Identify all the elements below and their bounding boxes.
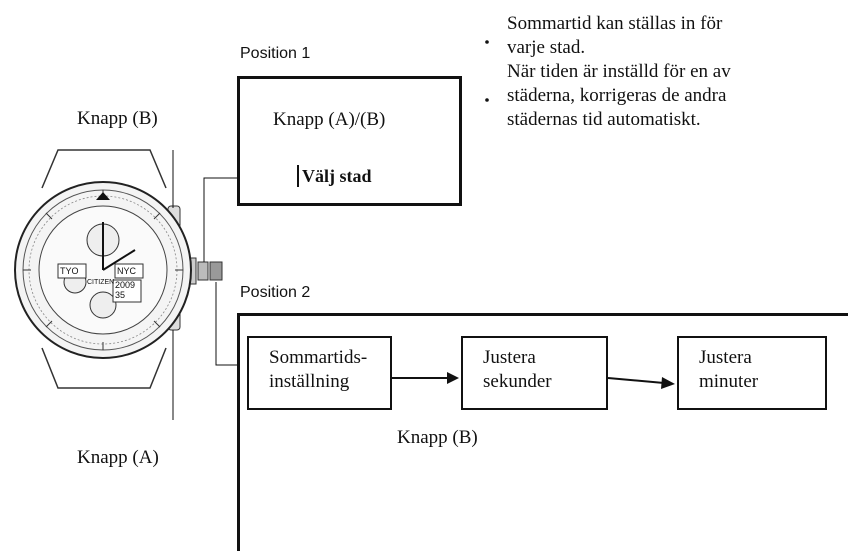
watch-city-right: NYC [117,266,137,276]
flow-button-label: Knapp (B) [397,427,478,448]
note-2-line: städerna, korrigeras de andra [507,85,727,106]
step-line: Sommartids- [269,347,368,368]
step-line: minuter [699,371,759,392]
bullet-icon [485,40,489,44]
step-adjust-seconds: Justera sekunder [461,336,608,410]
bullet-icon [485,98,489,102]
note-2-line: När tiden är inställd för en av [507,61,731,82]
watch-year: 2009 [115,280,136,290]
note-1: Sommartid kan ställas in för varje stad. [507,12,722,60]
position-2-title: Position 2 [240,284,311,301]
arrow-right-icon [607,377,665,384]
position-1-title: Position 1 [240,45,311,62]
watch-seconds: 35 [115,290,126,300]
step-line: sekunder [483,371,552,392]
step-line: inställning [269,371,350,392]
watch-city-left: TYO [60,266,79,276]
note-2: När tiden är inställd för en av städerna… [507,60,731,132]
position-1-action: Välj stad [297,165,372,187]
watch-brand: CITIZEN [87,279,115,286]
button-b-label: Knapp (B) [77,108,158,129]
step-line: Justera [699,347,752,368]
button-a-label: Knapp (A) [77,447,159,468]
position-1-box: Knapp (A)/(B) Välj stad [237,76,462,206]
note-1-line: Sommartid kan ställas in för [507,13,723,34]
note-2-line: städernas tid automatiskt. [507,109,701,130]
note-1-line: varje stad. [507,37,586,58]
position-2-box [237,313,848,551]
step-line: Justera [483,347,536,368]
position-1-button-text: Knapp (A)/(B) [273,109,386,130]
step-summer-time: Sommartids- inställning [247,336,392,410]
step-adjust-minutes: Justera minuter [677,336,827,410]
